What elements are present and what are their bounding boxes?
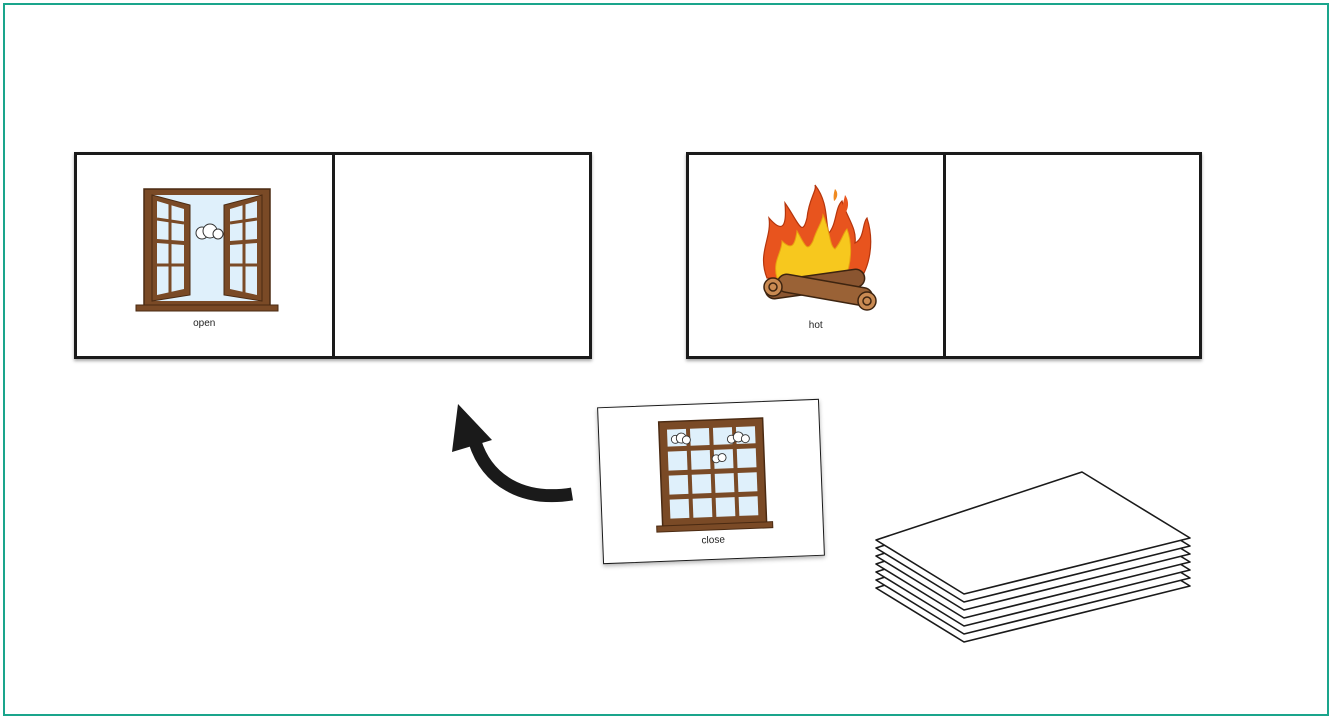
picture-slot-open: open bbox=[77, 155, 332, 356]
campfire-icon bbox=[762, 184, 877, 311]
open-window-icon bbox=[135, 188, 279, 312]
loose-picture-card-close[interactable]: close bbox=[597, 398, 825, 565]
empty-match-slot[interactable] bbox=[331, 155, 590, 356]
matching-board-right: hot bbox=[686, 152, 1202, 359]
picture-label: open bbox=[193, 318, 216, 329]
curved-arrow-icon bbox=[452, 404, 574, 503]
picture-label: hot bbox=[808, 320, 823, 331]
picture-slot-hot: hot bbox=[689, 155, 943, 356]
card-stack-icon bbox=[875, 471, 1191, 643]
empty-match-slot[interactable] bbox=[942, 155, 1200, 356]
closed-window-icon bbox=[656, 417, 774, 533]
matching-board-left: open bbox=[74, 152, 592, 359]
